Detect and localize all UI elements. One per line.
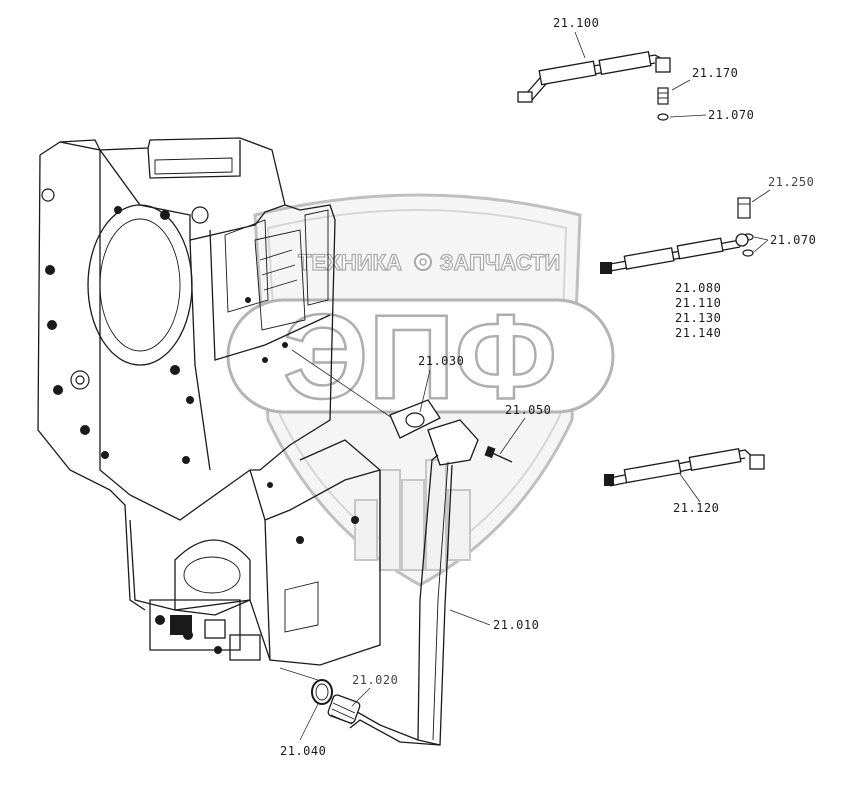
watermark-logo: ЭПФ ТЕХНИКА ЗАПЧАСТИ [226,193,615,587]
label-21-080: 21.080 [675,281,721,295]
fitting-21-170 [657,87,669,105]
hose-21-120 [604,447,765,487]
label-21-070-mid: 21.070 [770,233,816,247]
part-labels: 21.100 21.170 21.070 21.250 21.070 21.08… [280,16,816,758]
label-21-130: 21.130 [675,311,721,325]
label-21-250: 21.250 [768,175,814,189]
leader-lines [279,31,771,741]
bolt-21-050 [484,445,513,463]
label-21-170: 21.170 [692,66,738,80]
transmission-housing [37,137,381,666]
label-21-010: 21.010 [493,618,539,632]
label-21-030: 21.030 [418,354,464,368]
label-21-120: 21.120 [673,501,719,515]
washer-21-070-top [657,113,669,121]
gasket-21-030 [389,399,441,439]
pipe-21-010 [327,419,479,746]
breather-21-250 [737,197,751,219]
hose-21-080-group [600,233,749,274]
label-21-100: 21.100 [553,16,599,30]
label-21-110: 21.110 [675,296,721,310]
hose-21-100 [517,51,671,103]
watermark-brand-left: ТЕХНИКА [298,250,402,275]
label-21-140: 21.140 [675,326,721,340]
gear-icon [414,253,432,271]
label-21-020: 21.020 [352,673,398,687]
washer-21-070-mid-b [742,249,754,257]
label-21-070-top: 21.070 [708,108,754,122]
oring-21-040 [311,679,333,705]
watermark-logo-letters: ЭПФ [283,290,557,424]
watermark-brand-right: ЗАПЧАСТИ [440,250,561,275]
label-21-040: 21.040 [280,744,326,758]
label-21-050: 21.050 [505,403,551,417]
